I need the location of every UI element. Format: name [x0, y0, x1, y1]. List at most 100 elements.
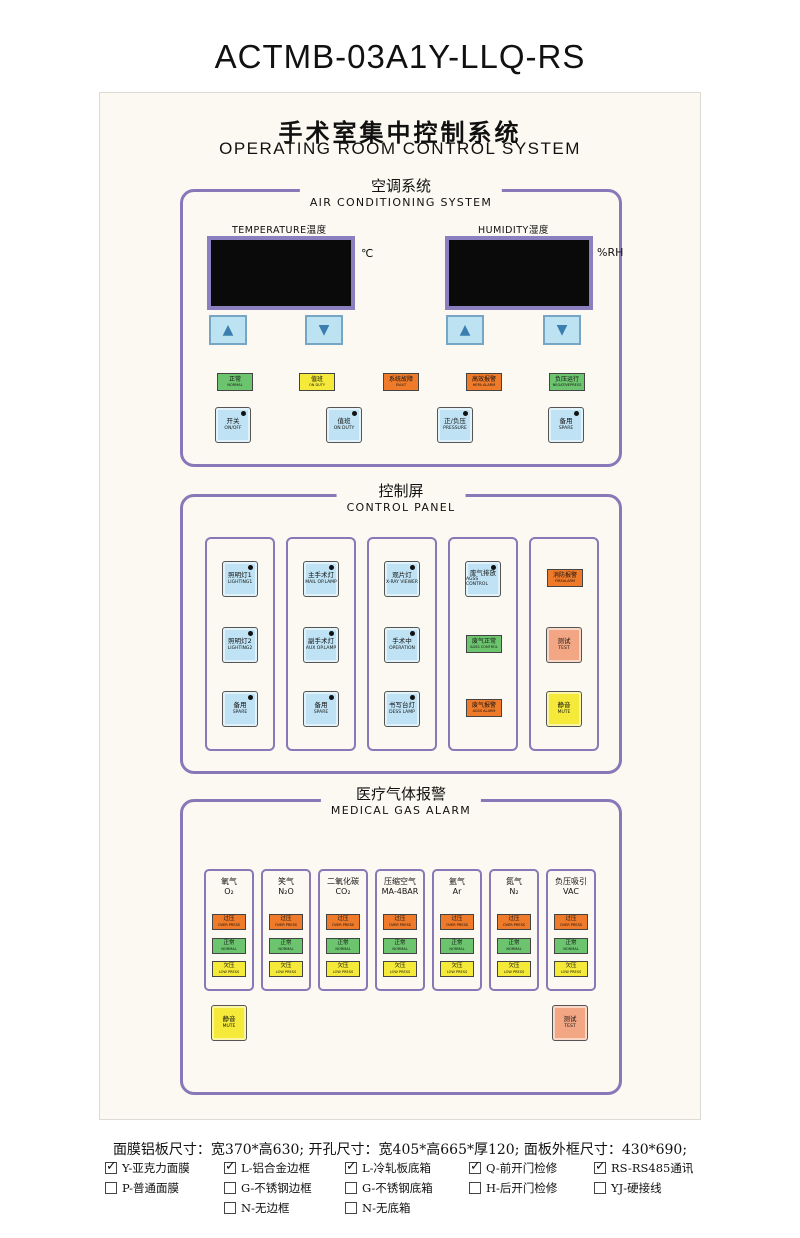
- operation-button[interactable]: 手术中 OPERATION: [384, 627, 420, 663]
- led-dot: [410, 631, 415, 636]
- led-dot: [410, 565, 415, 570]
- led-dot: [241, 411, 246, 416]
- main-op-lamp-button[interactable]: 主手术灯 MAIL OP.LAMP: [303, 561, 339, 597]
- humidity-display: [445, 236, 593, 310]
- viewer-column: 观片灯 X-RAY VIEWER 手术中 OPERATION 书写台灯 DESS…: [367, 537, 437, 751]
- ac-heading-cn: 空调系统: [370, 177, 431, 195]
- spare-button-1[interactable]: 备用 SPARE: [222, 691, 258, 727]
- option-label: H-后开门检修: [486, 1181, 558, 1195]
- checked-checkbox[interactable]: [105, 1159, 117, 1174]
- indicator-label-en: OVER PRESS: [274, 922, 298, 927]
- gas-name-cn: 氧气: [221, 877, 237, 886]
- indicator-label-en: NORMAL: [563, 946, 579, 951]
- indicator-label-cn: 消防报警: [552, 571, 577, 579]
- indicator-label-cn: 欠压: [337, 963, 349, 969]
- option-label: YJ-硬接线: [611, 1181, 662, 1195]
- button-label-en: DESS LAMP: [389, 709, 415, 715]
- indicator-label-en: OVER PRESS: [217, 922, 241, 927]
- unchecked-checkbox[interactable]: [224, 1182, 236, 1194]
- indicator-label-en: LOW PRESS: [503, 969, 525, 974]
- agss-normal-indicator: 废气正常 AGSS CONTROL: [466, 635, 502, 653]
- aux-op-lamp-button[interactable]: 副手术灯 AUX OP.LAMP: [303, 627, 339, 663]
- lighting1-button[interactable]: 照明灯1 LIGHTING1: [222, 561, 258, 597]
- indicator-label-cn: 废气正常: [471, 637, 496, 645]
- option-label: RS-RS485通讯: [611, 1161, 694, 1175]
- indicator-label-cn: 正常: [223, 940, 235, 946]
- checked-checkbox[interactable]: [469, 1159, 481, 1174]
- option-item: L-铝合金边框: [224, 1159, 310, 1176]
- gas-name-cn: 氮气: [506, 877, 522, 886]
- option-label: G-不锈钢底箱: [362, 1181, 433, 1195]
- option-label: Y-亚克力面膜: [122, 1161, 190, 1175]
- indicator-label-en: LOW PRESS: [275, 969, 297, 974]
- gas-mute-button[interactable]: 静音 MUTE: [211, 1005, 247, 1041]
- lighting2-button[interactable]: 照明灯2 LIGHTING2: [222, 627, 258, 663]
- button-label-en: SPARE: [558, 425, 574, 431]
- button-label-en: TEST: [564, 1023, 576, 1029]
- indicator-label-en: OVER PRESS: [559, 922, 583, 927]
- indicator-label-cn: 过压: [394, 916, 406, 922]
- temperature-up-button[interactable]: ▲: [209, 315, 247, 345]
- desk-lamp-button[interactable]: 书写台灯 DESS LAMP: [384, 691, 420, 727]
- option-item: G-不锈钢边框: [224, 1180, 312, 1196]
- button-label-cn: 照明灯2: [228, 637, 252, 646]
- indicator-label-cn: 欠压: [394, 963, 406, 969]
- agss-control-button[interactable]: 废气排放 AGSS CONTROL: [465, 561, 501, 597]
- ac-on-off-button[interactable]: 开关 ON/OFF: [215, 407, 251, 443]
- ac-section-heading: 空调系统 AIR CONDITIONING SYSTEM: [299, 175, 503, 209]
- gas-name-cn: 二氧化碳: [327, 877, 359, 886]
- model-number: ACTMB-03A1Y-LLQ-RS: [214, 38, 586, 75]
- humidity-up-button[interactable]: ▲: [446, 315, 484, 345]
- option-item: Q-前开门检修: [469, 1159, 557, 1176]
- option-label: P-普通面膜: [122, 1181, 179, 1195]
- gas-heading-en: MEDICAL GAS ALARM: [330, 804, 472, 817]
- led-dot: [248, 695, 253, 700]
- led-dot: [329, 565, 334, 570]
- temperature-display: [207, 236, 355, 310]
- indicator-label-en: NORMAL: [506, 946, 522, 951]
- indicator-label-cn: 过压: [508, 916, 520, 922]
- unchecked-checkbox[interactable]: [105, 1182, 117, 1194]
- temperature-down-button[interactable]: ▼: [305, 315, 343, 345]
- button-label-cn: 观片灯: [392, 571, 412, 580]
- led-dot: [574, 411, 579, 416]
- indicator-label-en: OVER PRESS: [388, 922, 412, 927]
- x-ray-viewer-button[interactable]: 观片灯 X-RAY VIEWER: [384, 561, 420, 597]
- option-item: G-不锈钢底箱: [345, 1180, 433, 1196]
- ac-pressure-button[interactable]: 正/负压 PRESSURE: [437, 407, 473, 443]
- gas-section-heading: 医疗气体报警 MEDICAL GAS ALARM: [320, 783, 482, 817]
- fire-test-button[interactable]: 测试 TEST: [546, 627, 582, 663]
- unchecked-checkbox[interactable]: [345, 1202, 357, 1214]
- fire-mute-button[interactable]: 静音 MUTE: [546, 691, 582, 727]
- indicator-label-en: ON DUTY: [308, 382, 326, 387]
- gas-test-button[interactable]: 测试 TEST: [552, 1005, 588, 1041]
- button-label-en: LIGHTING2: [227, 645, 253, 651]
- button-label-cn: 书写台灯: [389, 701, 415, 710]
- ac-on-duty-button[interactable]: 值班 ON DUTY: [326, 407, 362, 443]
- unchecked-checkbox[interactable]: [345, 1182, 357, 1194]
- humidity-unit: %RH: [597, 246, 624, 259]
- led-dot: [248, 631, 253, 636]
- option-item: H-后开门检修: [469, 1180, 557, 1196]
- spare-button-2[interactable]: 备用 SPARE: [303, 691, 339, 727]
- unchecked-checkbox[interactable]: [469, 1182, 481, 1194]
- humidity-down-button[interactable]: ▼: [543, 315, 581, 345]
- checked-checkbox[interactable]: [594, 1159, 606, 1174]
- ac-spare-button[interactable]: 备用 SPARE: [548, 407, 584, 443]
- checked-checkbox[interactable]: [345, 1159, 357, 1174]
- indicator-label-cn: 过压: [223, 916, 235, 922]
- unchecked-checkbox[interactable]: [224, 1202, 236, 1214]
- checked-checkbox[interactable]: [224, 1159, 236, 1174]
- unchecked-checkbox[interactable]: [594, 1182, 606, 1194]
- button-label-en: MUTE: [222, 1023, 236, 1029]
